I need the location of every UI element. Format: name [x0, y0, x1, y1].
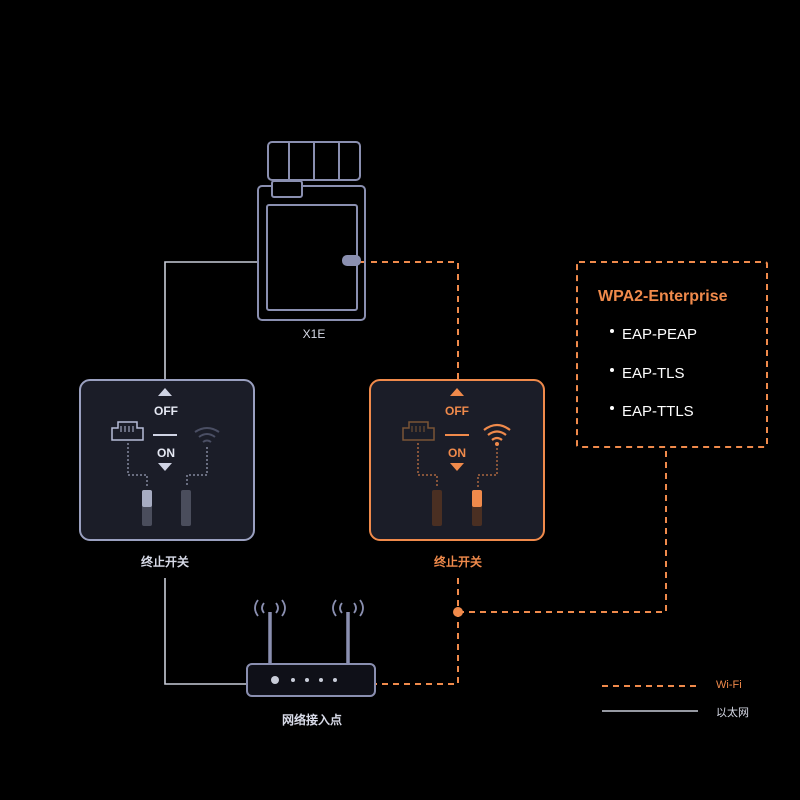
ethernet-line-switch-to-router [164, 578, 247, 685]
device-label: X1E [302, 327, 326, 341]
switch-right-caption: 终止开关 [433, 555, 482, 569]
legend-wifi-label: Wi-Fi [716, 679, 742, 691]
bullet-icon [610, 368, 614, 372]
auth-method-label: EAP-TTLS [622, 403, 694, 420]
switch-right-on-label: ON [448, 446, 466, 460]
wifi-junction-dot [453, 607, 463, 617]
auth-box-title: WPA2-Enterprise [598, 288, 728, 305]
toggle-wifi [181, 490, 191, 526]
legend-ethernet-label: 以太网 [716, 707, 749, 719]
switch-panel-left [79, 379, 255, 541]
auth-method-item: EAP-TLS [610, 365, 685, 382]
bullet-icon [610, 329, 614, 333]
wifi-line-switch-to-router [376, 578, 459, 685]
ethernet-line-printer-to-switch [164, 261, 258, 380]
auth-method-item: EAP-PEAP [610, 326, 697, 343]
wifi-icon [194, 427, 220, 443]
arrow-up-icon [158, 388, 172, 396]
bullet-icon [610, 406, 614, 410]
wifi-line-to-auth-box [458, 448, 667, 613]
router-caption: 网络接入点 [281, 713, 342, 727]
wifi-icon [483, 423, 511, 441]
switch-right-off-label: OFF [445, 404, 469, 418]
ethernet-links [164, 261, 258, 685]
auth-method-label: EAP-TLS [622, 365, 685, 382]
toggle-ethernet [432, 490, 442, 526]
auth-box-border [576, 261, 768, 448]
switch-left-on-label: ON [157, 446, 175, 460]
auth-method-label: EAP-PEAP [622, 326, 698, 343]
auth-method-item: EAP-TTLS [610, 403, 694, 420]
arrow-up-icon [450, 388, 464, 396]
antenna-signal-icon [254, 599, 364, 617]
router-icon [246, 599, 376, 697]
switch-left-off-label: OFF [154, 404, 178, 418]
switch-panel-right [369, 379, 545, 541]
printer-icon [257, 141, 366, 321]
wifi-line-printer-to-switch [360, 261, 459, 380]
switch-left-caption: 终止开关 [140, 555, 189, 569]
ethernet-port-icon [111, 421, 144, 441]
arrow-down-icon [450, 463, 464, 471]
arrow-down-icon [158, 463, 172, 471]
ethernet-port-icon [402, 421, 435, 441]
